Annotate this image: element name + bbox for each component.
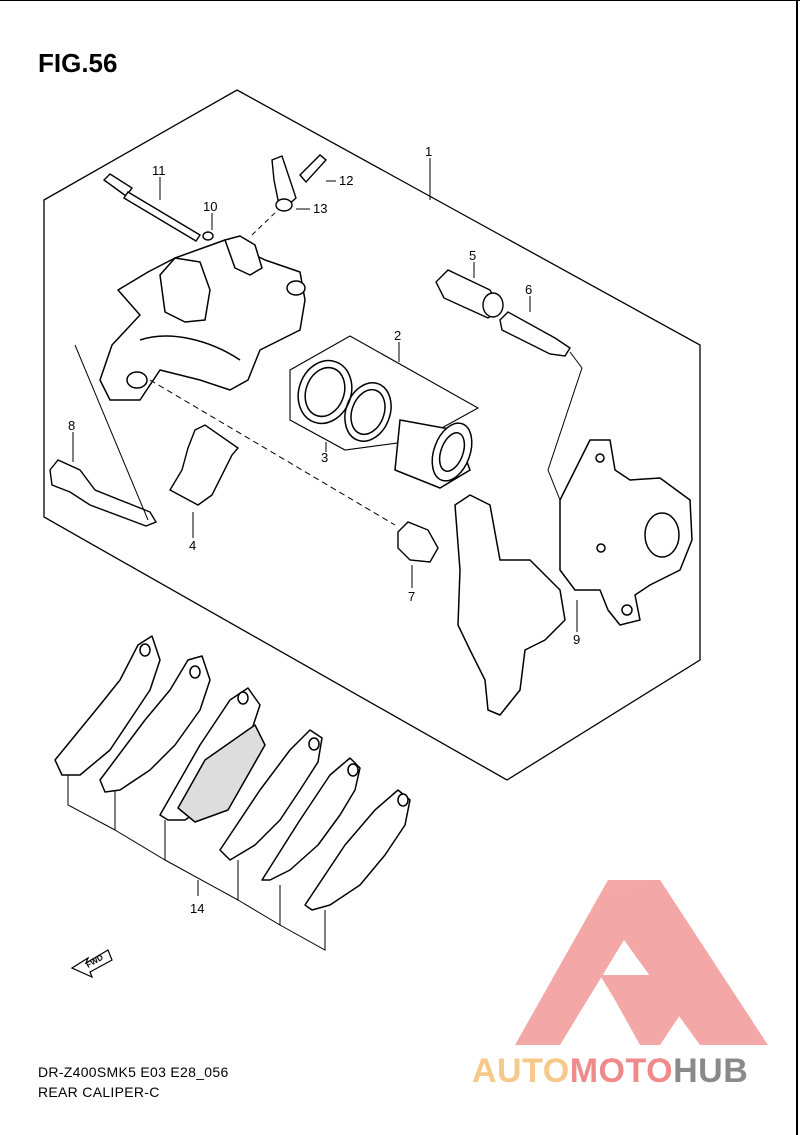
watermark-moto: MOTO (569, 1052, 674, 1090)
union-bolt (251, 154, 328, 236)
caliper-pin (49, 459, 158, 527)
callout-13: 13 (313, 201, 327, 216)
callout-7: 7 (408, 589, 415, 604)
pin-boot (149, 379, 439, 563)
callout-12: 12 (339, 173, 353, 188)
fwd-arrow-icon: FWD (70, 949, 113, 979)
callout-14: 14 (190, 901, 204, 916)
callout-1: 1 (425, 144, 432, 159)
watermark-text: AUTOMOTOHUB (472, 1052, 748, 1091)
callout-4: 4 (189, 538, 196, 553)
callout-8: 8 (68, 418, 75, 433)
brake-pad-set (54, 635, 411, 911)
callout-10: 10 (203, 199, 217, 214)
callout-5: 5 (469, 248, 476, 263)
slide-pin-5 (435, 269, 504, 319)
caliper-body (99, 235, 306, 401)
piston-seal-set (289, 335, 480, 489)
section-caption: REAR CALIPER-C (38, 1084, 160, 1100)
assembly-outline (43, 89, 701, 781)
watermark-auto: AUTO (472, 1052, 570, 1090)
watermark-hub: HUB (673, 1052, 749, 1090)
figure-title: FIG.56 (38, 48, 118, 78)
bleeder-bolt (102, 173, 214, 242)
pad-spring (169, 424, 240, 506)
caliper-bracket (454, 439, 693, 716)
watermark-logo-icon (515, 880, 768, 1045)
callout-9: 9 (573, 632, 580, 647)
model-code-caption: DR-Z400SMK5 E03 E28_056 (38, 1064, 229, 1080)
callout-11: 11 (152, 163, 166, 178)
callout-2: 2 (394, 328, 401, 343)
callout-6: 6 (525, 282, 532, 297)
slide-pin-6 (499, 311, 571, 357)
callout-3: 3 (321, 450, 328, 465)
